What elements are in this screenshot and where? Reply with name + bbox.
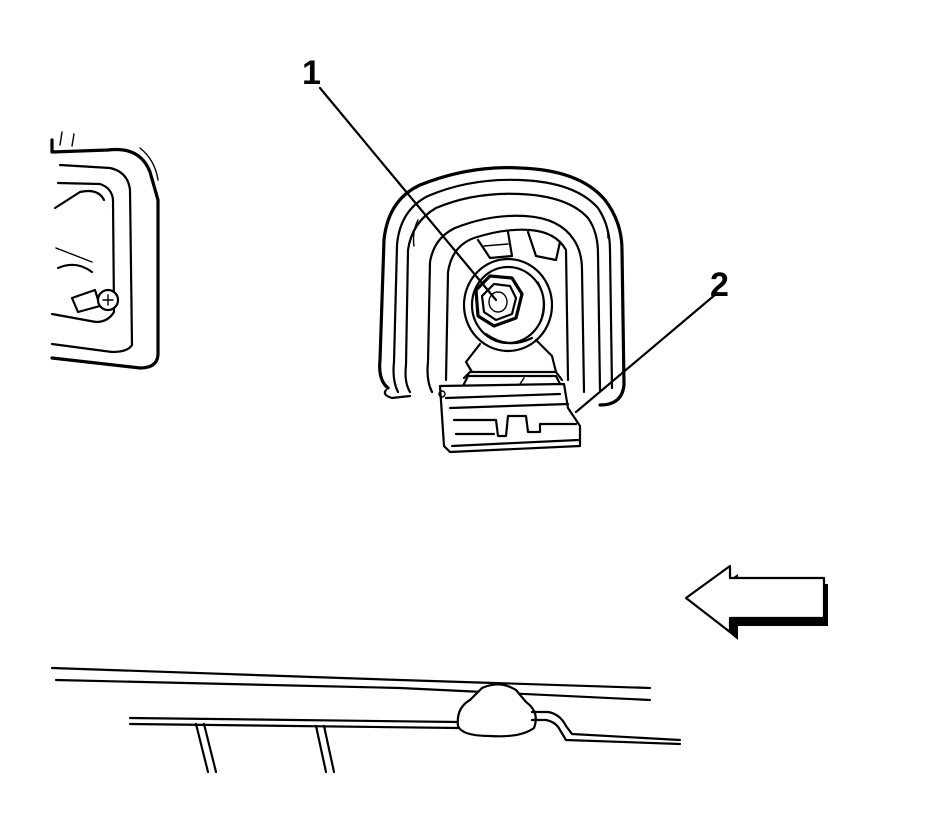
bracket-boss <box>378 166 626 407</box>
callout-label-1: 1 <box>302 54 321 92</box>
retaining-clip <box>438 374 582 454</box>
leader-line-2 <box>574 292 718 414</box>
lower-panel-edge <box>50 666 682 774</box>
callout-leaders <box>318 86 718 414</box>
leader-line-1 <box>318 86 498 302</box>
nut-fastener <box>462 257 564 382</box>
left-arrow-icon <box>684 564 828 640</box>
callout-label-2: 2 <box>710 266 729 304</box>
adjacent-lamp-housing <box>50 131 160 370</box>
